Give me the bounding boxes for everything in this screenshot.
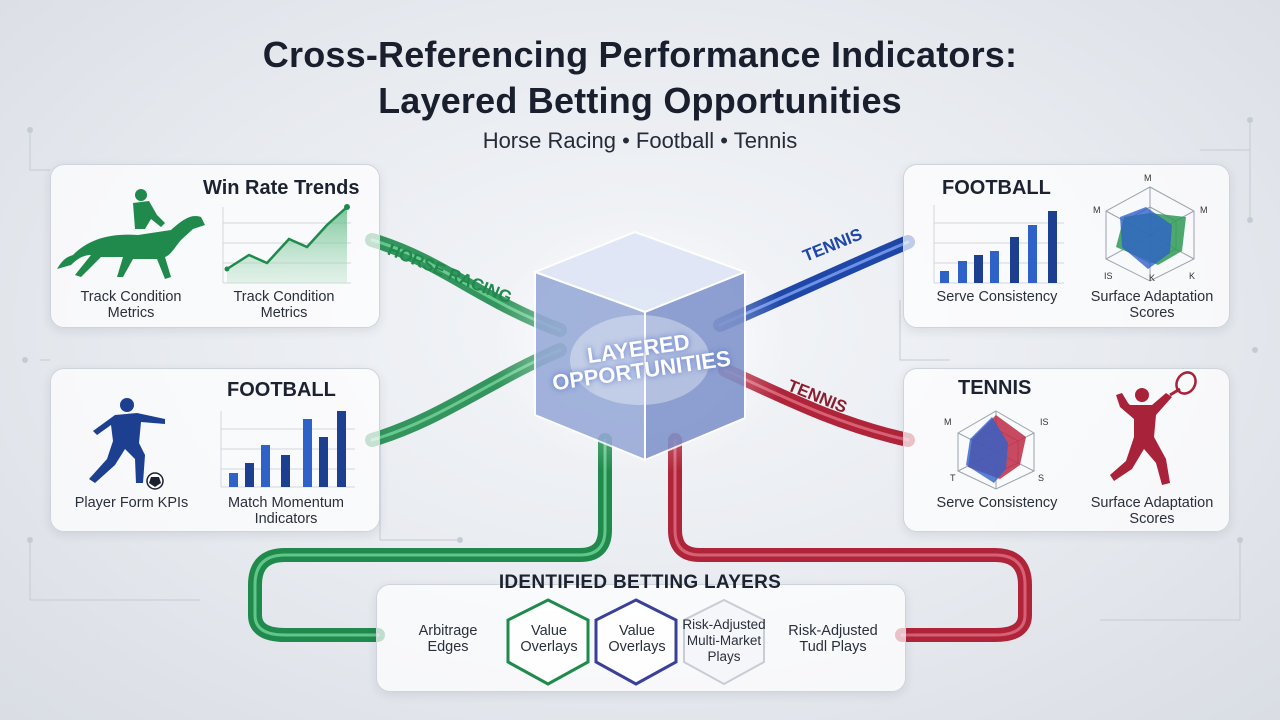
panel-title: FOOTBALL	[942, 177, 1051, 199]
betting-layer-item: Risk-Adjusted Multi-Market Plays	[682, 617, 766, 664]
surface-adaptation-radar-chart	[1105, 186, 1195, 282]
page-title-line2: Layered Betting Opportunities	[378, 80, 902, 121]
panel-title: TENNIS	[958, 377, 1032, 399]
radar-label: IS	[1040, 417, 1049, 427]
radar-label: K	[1149, 273, 1156, 283]
panel-label-right: Surface Adaptation Scores	[1090, 495, 1214, 527]
panel-title: FOOTBALL	[227, 379, 336, 401]
tennis-player-icon	[1110, 371, 1197, 485]
tennis-panel: TENNIS M IS S T Serve Consistency Surfac…	[903, 368, 1230, 532]
radar-label: M	[1200, 205, 1208, 215]
panel-label-left: Serve Consistency	[936, 289, 1058, 305]
betting-layer-item: Arbitrage Edges	[418, 623, 478, 655]
panel-label-right: Track Condition Metrics	[233, 289, 335, 321]
page-subtitle: Horse Racing • Football • Tennis	[482, 128, 798, 153]
panel-title: Win Rate Trends	[203, 177, 360, 199]
radar-label: IS	[1104, 271, 1113, 281]
panel-label-left: Serve Consistency	[936, 495, 1058, 511]
betting-layers-title: IDENTIFIED BETTING LAYERS	[498, 572, 782, 593]
background-network-dots	[22, 117, 1258, 543]
page-title: Cross-Referencing Performance Indicators…	[262, 34, 1018, 75]
background-network-lines	[29, 120, 1251, 621]
horse-racing-panel: Win Rate Trends Track Condition Metrics …	[50, 164, 380, 328]
radar-label: M	[1144, 173, 1152, 183]
panel-label-right: Match Momentum Indicators	[227, 495, 345, 527]
panel-label-left: Player Form KPIs	[74, 495, 189, 511]
match-momentum-bar-chart	[220, 411, 355, 488]
serve-consistency-radar-chart	[957, 410, 1035, 490]
panel-label-left: Track Condition Metrics	[80, 289, 182, 321]
horse-icon	[57, 189, 205, 279]
betting-layer-item: Risk-Adjusted Tudl Plays	[788, 623, 878, 655]
radar-label: M	[944, 417, 952, 427]
central-cube	[490, 215, 790, 475]
panel-label-right: Surface Adaptation Scores	[1090, 289, 1214, 321]
betting-layer-hexagons	[506, 598, 765, 686]
radar-label: M	[1093, 205, 1101, 215]
betting-layer-item: Value Overlays	[608, 623, 666, 655]
football-player-icon	[89, 398, 165, 490]
betting-layer-item: Value Overlays	[520, 623, 578, 655]
serve-consistency-bar-chart	[933, 205, 1064, 284]
football-left-panel: FOOTBALL Player Form KPIs Match Momentum…	[50, 368, 380, 532]
radar-label: K	[1189, 271, 1196, 281]
radar-label: T	[950, 473, 956, 483]
football-right-panel: FOOTBALL M M M IS K K Serve Consistency …	[903, 164, 1230, 328]
win-rate-line-chart	[222, 204, 351, 284]
radar-label: S	[1038, 473, 1045, 483]
